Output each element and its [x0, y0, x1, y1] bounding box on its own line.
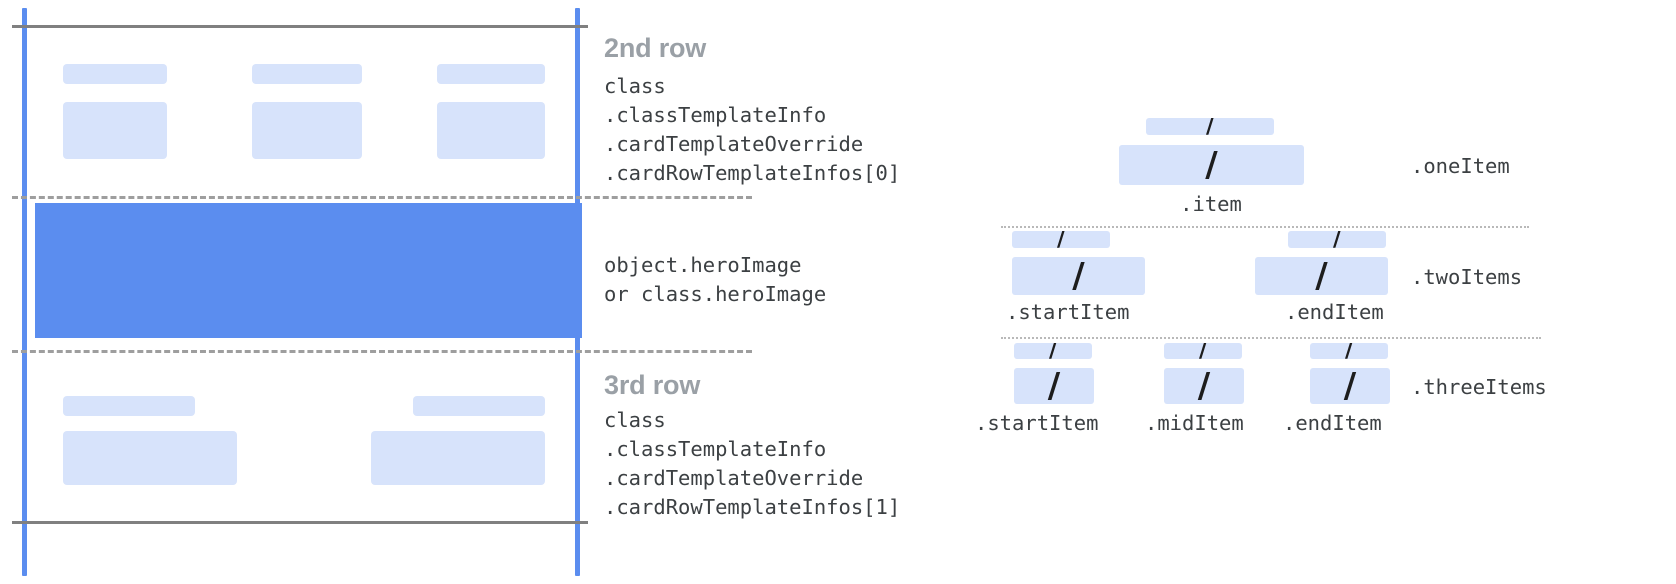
slash-glyph: /	[1072, 257, 1085, 295]
threeitems-startitem-bar-large: /	[1014, 368, 1094, 404]
row2-code: class .classTemplateInfo .cardTemplateOv…	[604, 74, 901, 185]
slash-glyph: /	[1315, 257, 1328, 295]
guide-line-left	[22, 8, 27, 576]
slash-glyph: /	[1198, 343, 1208, 359]
hero-row3-divider	[12, 350, 752, 353]
threeitems-miditem-label: .midItem	[1145, 411, 1244, 435]
threeitems-enditem-label: .endItem	[1283, 411, 1382, 435]
slash-glyph: /	[1048, 343, 1058, 359]
slash-glyph: /	[1344, 343, 1354, 359]
twoitems-enditem-label: .endItem	[1285, 300, 1384, 324]
row2-placeholder-large-3	[437, 102, 545, 159]
slash-glyph: /	[1056, 231, 1066, 248]
row2-placeholder-small-1	[63, 64, 167, 84]
row3-placeholder-large-2	[371, 431, 545, 485]
threeitems-miditem-bar-small: /	[1164, 343, 1242, 359]
twoitems-startitem-label: .startItem	[1006, 300, 1130, 324]
row3-title: 3rd row	[604, 370, 701, 400]
slash-glyph: /	[1205, 145, 1218, 185]
threeitems-startitem-bar-small: /	[1014, 343, 1092, 359]
card-bottom-border	[12, 521, 588, 524]
oneitem-item-bar-small: /	[1146, 118, 1274, 135]
oneitem-item-label: .item	[1180, 192, 1242, 216]
twoitems-threeitems-divider	[1001, 337, 1541, 339]
oneitem-item-bar-large: /	[1119, 145, 1304, 185]
left-card-panel	[0, 0, 752, 584]
twoitems-enditem-bar-small: /	[1288, 231, 1386, 248]
twoitems-enditem-bar-large: /	[1255, 257, 1388, 295]
row3-code: class .classTemplateInfo .cardTemplateOv…	[604, 408, 901, 519]
group-label-oneitem: .oneItem	[1411, 154, 1510, 178]
row2-placeholder-large-2	[252, 102, 362, 159]
row3-placeholder-small-1	[63, 396, 195, 416]
oneitem-twoitems-divider	[1001, 226, 1529, 228]
group-label-threeitems: .threeItems	[1411, 375, 1547, 399]
row2-title: 2nd row	[604, 33, 707, 63]
slash-glyph: /	[1205, 118, 1215, 135]
twoitems-startitem-bar-small: /	[1012, 231, 1110, 248]
card-top-border	[12, 25, 588, 28]
slash-glyph: /	[1197, 368, 1211, 404]
slash-glyph: /	[1047, 368, 1061, 404]
row3-placeholder-large-1	[63, 431, 237, 485]
row3-placeholder-small-2	[413, 396, 545, 416]
row2-placeholder-large-1	[63, 102, 167, 159]
group-label-twoitems: .twoItems	[1411, 265, 1523, 289]
hero-image-band	[35, 203, 582, 338]
row2-placeholder-small-3	[437, 64, 545, 84]
hero-code: object.heroImage or class.heroImage	[604, 253, 827, 306]
threeitems-enditem-bar-small: /	[1310, 343, 1388, 359]
slash-glyph: /	[1332, 231, 1342, 248]
row2-hero-divider	[12, 196, 752, 199]
slash-glyph: /	[1343, 368, 1357, 404]
threeitems-miditem-bar-large: /	[1164, 368, 1244, 404]
threeitems-startitem-label: .startItem	[975, 411, 1099, 435]
twoitems-startitem-bar-large: /	[1012, 257, 1145, 295]
threeitems-enditem-bar-large: /	[1310, 368, 1390, 404]
row2-placeholder-small-2	[252, 64, 362, 84]
